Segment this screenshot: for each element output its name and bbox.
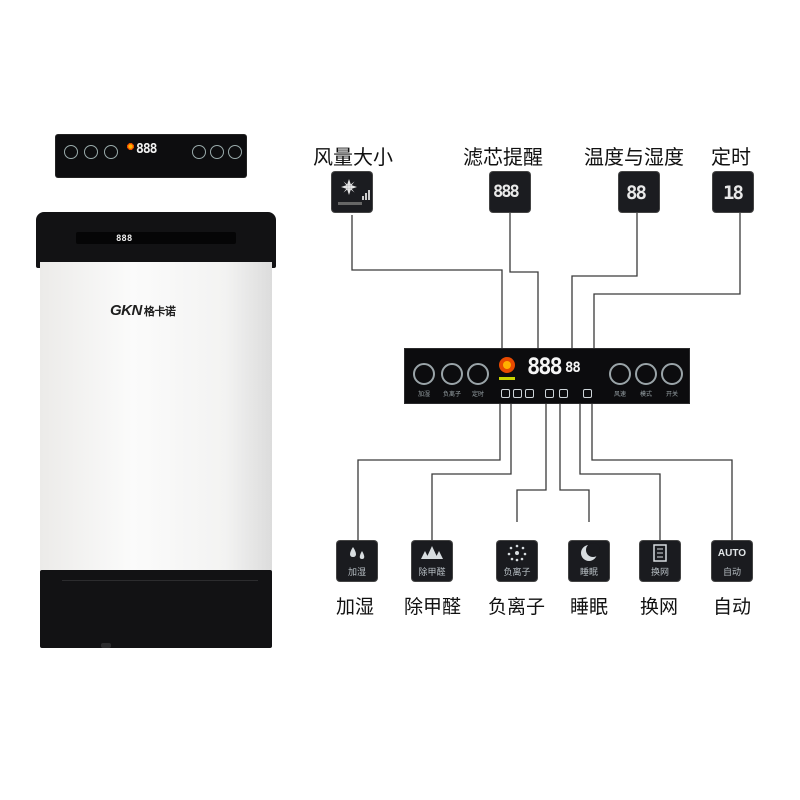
- temp-humidity-icon: 88: [619, 172, 659, 212]
- mini-power-button: [228, 145, 242, 159]
- mini-humidify-button: [64, 145, 78, 159]
- mini-fan-icon: [126, 142, 135, 151]
- timer-button-label: 定时: [471, 391, 484, 398]
- mini-mode-button: [210, 145, 224, 159]
- auto-icon-top-text: AUTO: [717, 548, 747, 559]
- panel-display: 888 88: [495, 353, 599, 399]
- formaldehyde-icon-text: 除甲醛: [418, 568, 446, 578]
- fan-speed-icon: [332, 172, 372, 212]
- sleep-icon-text: 睡眠: [579, 568, 598, 578]
- brand-logo-cn: 格卡诺: [143, 306, 176, 318]
- label-fan-speed: 风量大小: [313, 145, 393, 169]
- panel-fan-icon: [499, 357, 515, 380]
- panel-mode-sleep-icon: [545, 389, 554, 398]
- power-button-icon: [661, 363, 683, 385]
- filter-reminder-icon: 888: [490, 172, 530, 212]
- mini-fan-speed-button: [192, 145, 206, 159]
- brand-logo-text: GKN: [110, 302, 142, 319]
- mini-display: 888: [126, 140, 176, 168]
- anion-button-icon: [441, 363, 463, 385]
- main-control-panel: 加湿 负离子 定时 888 88 风速 模式 开关: [404, 348, 690, 404]
- filter-reminder-digits: 888: [493, 182, 520, 202]
- mini-display-digits: 888: [136, 142, 158, 157]
- mode-button-label: 模式: [639, 391, 652, 398]
- humidify-icon: 加湿: [337, 541, 377, 581]
- label-auto: 自动: [713, 596, 752, 618]
- timer-digits: 18: [723, 182, 744, 204]
- panel-mode-humidify-icon: [501, 389, 510, 398]
- panel-mode-formaldehyde-icon: [513, 389, 522, 398]
- label-filter-reminder: 滤芯提醒: [463, 145, 543, 169]
- temp-humidity-digits: 88: [626, 182, 647, 204]
- label-timer: 定时: [711, 145, 751, 169]
- device-foot: [101, 643, 111, 648]
- label-temp-humidity: 温度与湿度: [584, 145, 684, 169]
- anion-icon-text: 负离子: [503, 568, 531, 578]
- label-sleep: 睡眠: [570, 596, 609, 618]
- label-filter-change: 换网: [640, 596, 679, 618]
- filter-change-icon: 换网: [640, 541, 680, 581]
- device-base: [40, 570, 272, 648]
- power-button-label: 开关: [665, 391, 678, 398]
- panel-small-digits: 88: [565, 360, 581, 376]
- label-formaldehyde: 除甲醛: [404, 596, 462, 618]
- sleep-icon: 睡眠: [569, 541, 609, 581]
- mini-control-panel: 888: [56, 135, 246, 177]
- anion-button-label: 负离子: [442, 391, 461, 398]
- auto-icon-text: 自动: [722, 568, 741, 578]
- device-top-panel: [76, 232, 236, 244]
- label-humidify: 加湿: [336, 596, 375, 618]
- humidify-button-label: 加湿: [417, 391, 430, 398]
- timer-button-icon: [467, 363, 489, 385]
- humidify-button-icon: [413, 363, 435, 385]
- panel-main-digits: 888: [527, 355, 563, 380]
- panel-mode-filter-change-icon: [559, 389, 568, 398]
- base-divider: [62, 580, 258, 581]
- panel-mode-anion-icon: [525, 389, 534, 398]
- fan-speed-button-icon: [609, 363, 631, 385]
- mini-anion-button: [84, 145, 98, 159]
- fan-speed-button-label: 风速: [613, 391, 626, 398]
- timer-icon: 18: [713, 172, 753, 212]
- label-anion: 负离子: [488, 596, 546, 618]
- mode-button-icon: [635, 363, 657, 385]
- mini-timer-button: [104, 145, 118, 159]
- device-top-display: 888: [116, 234, 133, 244]
- formaldehyde-icon: 除甲醛: [412, 541, 452, 581]
- panel-mode-auto-icon: [583, 389, 592, 398]
- device-top-cover: 888: [36, 212, 276, 268]
- filter-change-icon-text: 换网: [650, 568, 669, 578]
- anion-icon: 负离子: [497, 541, 537, 581]
- humidify-icon-text: 加湿: [347, 568, 366, 578]
- auto-icon: AUTO 自动: [712, 541, 752, 581]
